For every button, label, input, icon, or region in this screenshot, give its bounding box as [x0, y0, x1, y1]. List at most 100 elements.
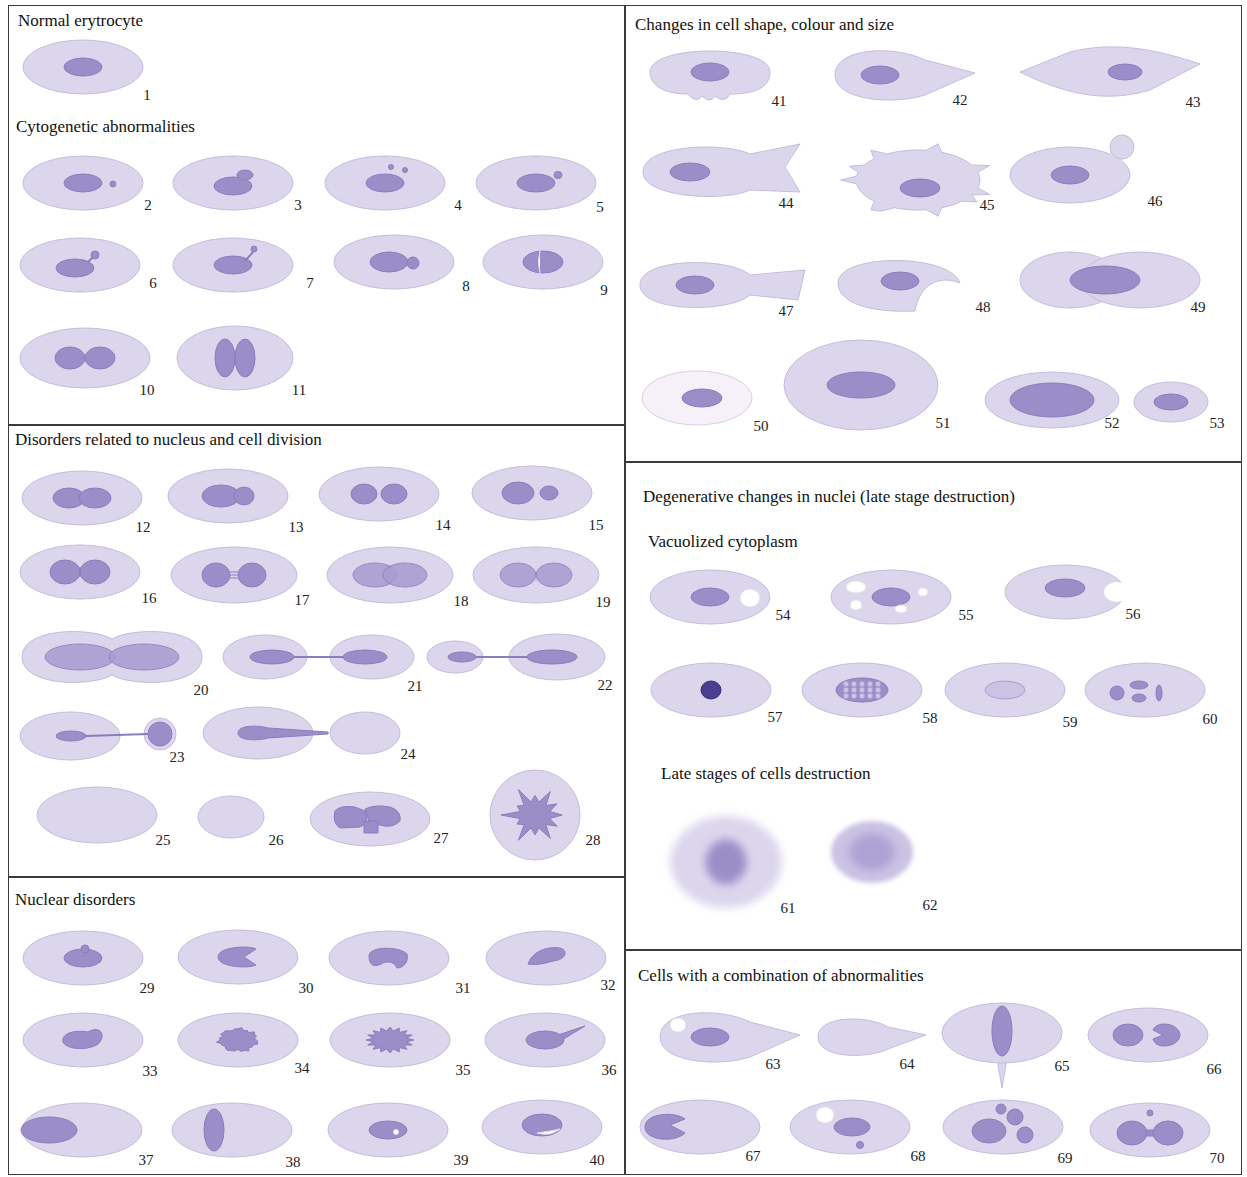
cell-shape	[846, 581, 866, 593]
cell-shape	[485, 1013, 605, 1067]
cell-shape	[178, 930, 298, 984]
cell-shape	[490, 770, 580, 860]
cell-drawing	[173, 156, 293, 210]
cell-shape	[643, 144, 800, 196]
cell-shape	[394, 1130, 399, 1135]
callout-number: 48	[976, 299, 991, 315]
cell-shape	[985, 372, 1119, 428]
cell-shape	[22, 1103, 142, 1157]
callout-number: 52	[1105, 415, 1120, 431]
cell-shape	[223, 635, 307, 679]
section-panel: Cells with a combination of abnormalitie…	[625, 950, 1242, 1175]
cell-shape	[537, 1129, 560, 1134]
cell-shape	[1113, 1024, 1143, 1046]
cell-shape	[172, 1103, 292, 1157]
callout-number: 54	[776, 607, 791, 623]
cell-shape	[651, 663, 771, 717]
cell-shape	[706, 840, 746, 884]
cell-shape	[539, 251, 541, 273]
cell-shape	[872, 588, 910, 606]
cell-drawing	[172, 1103, 292, 1157]
cell-shape	[202, 563, 230, 587]
cell-drawing	[818, 1019, 926, 1055]
cell-shape	[366, 1027, 414, 1053]
cell-drawing	[23, 1013, 143, 1067]
callout-number: 55	[959, 607, 974, 623]
cell-shape	[475, 656, 529, 658]
callout-number: 27	[434, 830, 449, 846]
section-panel: Normal erytrocyteCytogenetic abnormaliti…	[8, 5, 625, 425]
cell-shape	[526, 1031, 564, 1049]
cell-shape	[334, 235, 454, 289]
cell-shape	[110, 181, 116, 187]
cell-drawing	[650, 51, 770, 100]
cell-shape	[250, 650, 294, 664]
cell-shape	[63, 1030, 102, 1049]
cell-shape	[20, 545, 140, 599]
callout-number: 37	[139, 1152, 154, 1168]
cell-shape	[527, 650, 577, 664]
callout-number: 49	[1191, 299, 1206, 315]
cell-drawing	[1010, 135, 1134, 203]
cell-shape	[319, 467, 439, 521]
section-heading: Disorders related to nucleus and cell di…	[15, 430, 322, 450]
callout-number: 1	[143, 87, 151, 103]
callout-number: 3	[294, 197, 302, 213]
cell-shape	[640, 263, 805, 308]
cell-shape	[79, 488, 111, 508]
cell-shape	[91, 251, 99, 259]
cell-shape	[942, 1003, 1062, 1063]
cell-shape	[370, 252, 408, 272]
cell-shape	[23, 40, 143, 94]
callout-number: 18	[454, 593, 469, 609]
cell-shape	[21, 1117, 77, 1143]
cell-shape	[330, 712, 400, 754]
cell-drawing	[486, 931, 606, 985]
callout-number: 65	[1055, 1058, 1070, 1074]
callout-number: 41	[772, 93, 787, 109]
cell-shape	[50, 560, 80, 584]
cell-drawing	[490, 770, 580, 860]
callout-number: 30	[299, 980, 314, 996]
cell-shape	[642, 371, 752, 425]
cell-shape	[330, 635, 414, 679]
cell-shape	[1134, 382, 1208, 422]
callout-number: 11	[292, 382, 306, 398]
cell-shape	[881, 272, 919, 290]
cell-shape	[85, 347, 115, 369]
cell-shape	[1130, 681, 1148, 689]
callout-number: 45	[980, 197, 995, 213]
cell-shape	[20, 328, 150, 388]
cell-shape	[144, 718, 176, 750]
cell-shape	[701, 681, 721, 699]
cell-drawing	[325, 156, 445, 210]
section-heading: Degenerative changes in nuclei (late sta…	[643, 487, 1015, 507]
cell-shape	[501, 790, 562, 841]
cell-drawing	[173, 238, 293, 292]
cell-drawing	[198, 796, 264, 838]
cell-shape	[650, 570, 770, 624]
callout-number: 10	[140, 382, 155, 398]
cell-shape	[843, 693, 849, 699]
callout-number: 22	[598, 677, 613, 693]
callout-number: 66	[1207, 1061, 1222, 1077]
cell-shape	[55, 347, 85, 369]
cell-shape	[841, 144, 990, 216]
cell-shape	[80, 560, 110, 584]
cell-shape	[650, 51, 770, 100]
cell-shape	[237, 170, 253, 180]
callout-number: 29	[140, 980, 155, 996]
cell-shape	[1154, 394, 1188, 410]
cell-shape	[682, 389, 722, 407]
callout-number: 2	[144, 197, 152, 213]
cell-shape	[1147, 1110, 1153, 1116]
cell-drawing	[20, 712, 176, 760]
cell-shape	[64, 58, 102, 76]
cell-shape	[173, 238, 293, 292]
cell-shape	[850, 834, 894, 870]
cell-shape	[238, 563, 266, 587]
cell-shape	[670, 1018, 686, 1032]
cell-shape	[945, 663, 1065, 717]
cell-shape	[148, 722, 172, 746]
cell-shape	[540, 486, 558, 500]
